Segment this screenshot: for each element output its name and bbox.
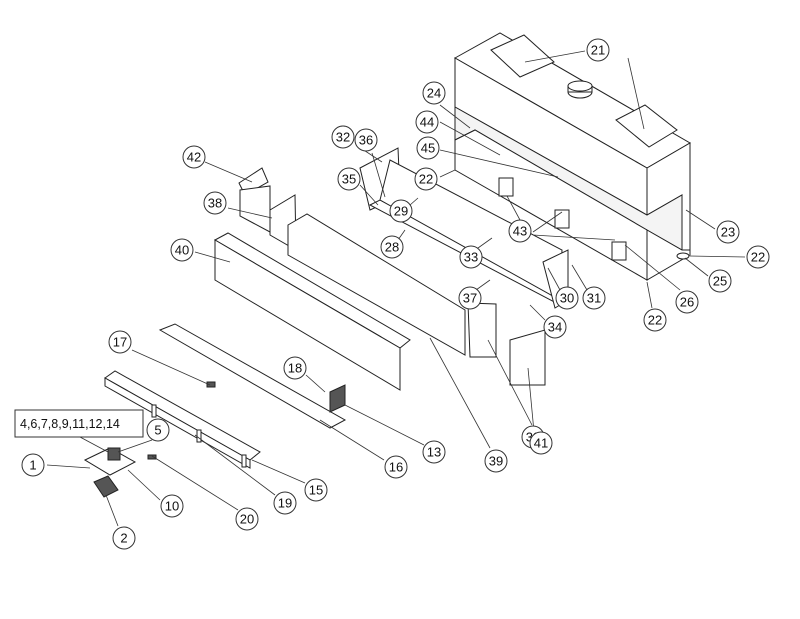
svg-text:28: 28 [385,240,399,255]
svg-text:39: 39 [489,454,503,469]
callout-10: 10 [160,494,184,518]
callout-36: 36 [354,128,378,152]
svg-text:1: 1 [29,458,36,473]
svg-text:22: 22 [751,250,765,265]
svg-text:22: 22 [648,313,662,328]
top-cover-plate [490,34,555,78]
svg-text:30: 30 [560,291,574,306]
svg-text:5: 5 [154,423,161,438]
svg-text:38: 38 [208,196,222,211]
svg-text:31: 31 [587,291,601,306]
svg-text:13: 13 [427,445,441,460]
callout-38: 38 [203,191,227,215]
callout-21: 21 [586,38,610,62]
callout-25: 25 [708,269,732,293]
callout-23: 23 [716,220,740,244]
svg-text:23: 23 [721,225,735,240]
svg-text:25: 25 [713,274,727,289]
group-callout-label: 4,6,7,8,9,11,12,14 [20,417,120,431]
svg-text:21: 21 [591,43,605,58]
callout-5: 5 [146,418,170,442]
svg-text:17: 17 [113,335,127,350]
callout-43: 43 [508,219,532,243]
callout-2: 2 [112,526,136,550]
callout-32: 32 [331,125,355,149]
svg-text:19: 19 [278,496,292,511]
callout-31: 31 [582,286,606,310]
callout-22: 22 [643,308,667,332]
callout-45: 45 [416,136,440,160]
svg-text:24: 24 [427,86,441,101]
svg-text:15: 15 [309,483,323,498]
group-callout-box: 4,6,7,8,9,11,12,14 [14,409,144,438]
callout-18: 18 [283,356,307,380]
callout-29: 29 [389,199,413,223]
callout-1: 1 [21,453,45,477]
svg-text:22: 22 [419,172,433,187]
callout-39: 39 [484,449,508,473]
callout-17: 17 [108,330,132,354]
callout-15: 15 [304,478,328,502]
svg-text:43: 43 [513,224,527,239]
svg-text:2: 2 [120,531,127,546]
svg-text:45: 45 [421,141,435,156]
callout-13: 13 [422,440,446,464]
svg-text:33: 33 [464,250,478,265]
callout-40: 40 [170,238,194,262]
callout-41: 41 [529,431,553,455]
svg-text:26: 26 [680,295,694,310]
callouts: 21 24 44 45 32 36 42 35 22 38 29 43 23 2… [21,38,770,550]
callout-20: 20 [235,507,259,531]
callout-30: 30 [555,286,579,310]
callout-33: 33 [459,245,483,269]
callout-19: 19 [273,491,297,515]
callout-22: 22 [414,167,438,191]
callout-28: 28 [380,235,404,259]
callout-35: 35 [337,167,361,191]
svg-text:32: 32 [336,130,350,145]
svg-text:44: 44 [420,115,434,130]
callout-37: 37 [458,286,482,310]
svg-text:42: 42 [187,150,201,165]
callout-44: 44 [415,110,439,134]
control-bracket [83,447,137,476]
callout-42: 42 [182,145,206,169]
svg-text:35: 35 [342,172,356,187]
glass-and-panels [213,167,546,391]
svg-text:29: 29 [394,204,408,219]
svg-text:36: 36 [359,133,373,148]
svg-text:34: 34 [548,320,562,335]
callout-26: 26 [675,290,699,314]
svg-text:37: 37 [463,291,477,306]
top-cover-plate [615,104,678,148]
burner-assembly [83,323,347,498]
callout-24: 24 [422,81,446,105]
callout-16: 16 [384,455,408,479]
svg-text:41: 41 [534,436,548,451]
svg-text:18: 18 [288,361,302,376]
svg-text:20: 20 [240,512,254,527]
valve-block [329,384,346,413]
firebox-housing [453,32,691,281]
callout-34: 34 [543,315,567,339]
svg-text:10: 10 [165,499,179,514]
callout-22: 22 [746,245,770,269]
svg-text:16: 16 [389,460,403,475]
svg-text:40: 40 [175,243,189,258]
